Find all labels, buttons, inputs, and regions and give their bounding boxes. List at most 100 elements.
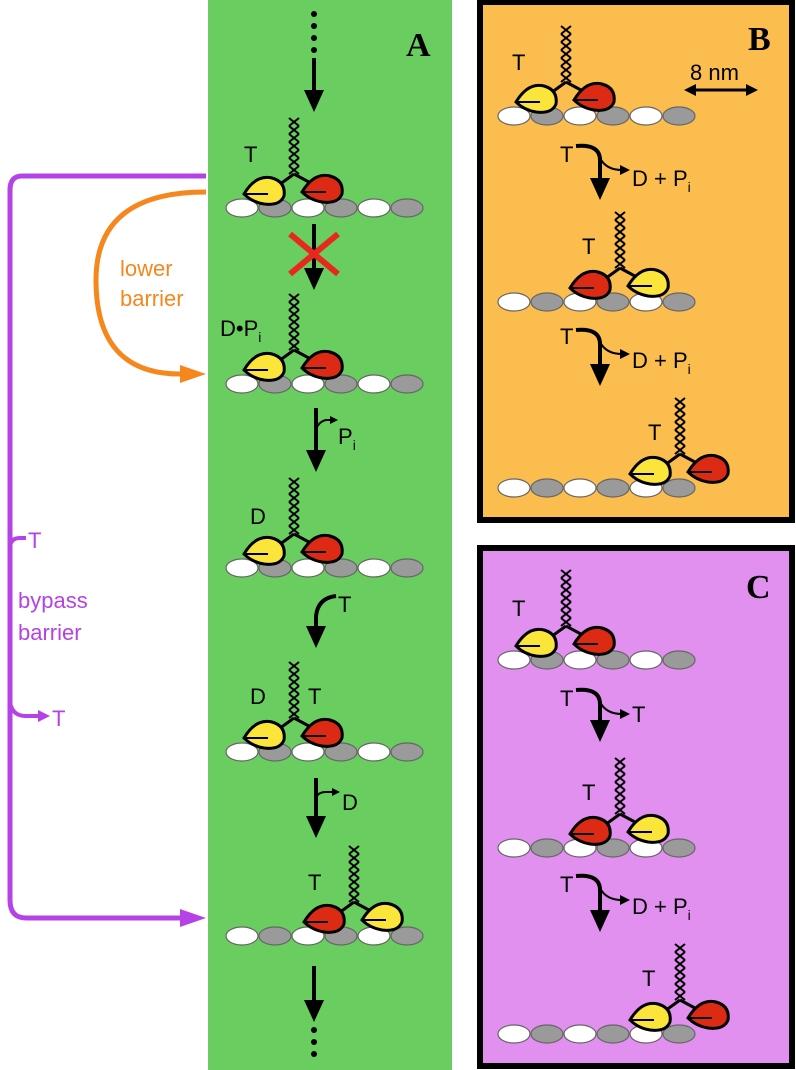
tubulin-alpha: [357, 742, 391, 762]
tubulin-alpha: [291, 198, 325, 218]
panel-a-release-pi-label: Pi: [338, 424, 356, 453]
panel-c-background: [477, 545, 795, 1069]
red-motor-head: [568, 269, 612, 300]
red-motor-head: [302, 903, 346, 934]
tubulin-alpha: [225, 198, 259, 218]
tubulin-beta: [258, 926, 292, 946]
panel-a-state-5: [225, 845, 424, 946]
panel-b-state-3-label: T: [648, 420, 661, 445]
coiled-coil-stalk: [614, 211, 626, 269]
coiled-coil-stalk: [560, 569, 572, 627]
tubulin-beta: [390, 374, 424, 394]
coiled-coil-stalk: [288, 117, 300, 175]
panel-a-state-3: [225, 477, 424, 578]
panel-c-state-3-label: T: [642, 966, 655, 991]
yellow-motor-head: [242, 535, 286, 566]
panel-a-state-1: [225, 117, 424, 218]
tubulin-alpha: [497, 650, 531, 670]
tubulin-beta: [596, 478, 630, 498]
panel-a-state-4-left-label: D: [250, 684, 266, 709]
tubulin-alpha: [563, 1024, 597, 1044]
yellow-motor-head: [628, 455, 672, 486]
tubulin-alpha: [291, 558, 325, 578]
red-motor-head: [686, 453, 730, 484]
product-arrowhead: [620, 165, 630, 175]
yellow-motor-head: [242, 175, 286, 206]
microtubule: [225, 558, 424, 578]
tubulin-beta: [324, 558, 358, 578]
tubulin-beta: [662, 1024, 696, 1044]
tubulin-alpha: [497, 106, 531, 126]
panel-c-reaction-2-right: D + Pi: [632, 894, 691, 923]
panel-b-scale-label: 8 nm: [690, 60, 739, 85]
panel-b-reaction-1-left: T: [560, 142, 573, 167]
reaction-arrowhead: [590, 910, 610, 932]
yellow-motor-head: [514, 83, 558, 114]
tubulin-alpha: [291, 742, 325, 762]
panel-c-hydrolysis-arrow: [575, 873, 630, 932]
panel-b-reaction-2-right: D + Pi: [632, 348, 691, 377]
panel-a-letter: A: [406, 27, 431, 64]
red-motor-head: [300, 173, 344, 204]
tubulin-alpha: [629, 650, 663, 670]
red-motor-head: [568, 815, 612, 846]
tubulin-alpha: [357, 558, 391, 578]
panel-c-letter: C: [746, 569, 771, 606]
tubulin-alpha: [497, 478, 531, 498]
panel-a-release-d-arrow: [306, 778, 340, 838]
tubulin-beta: [530, 292, 564, 312]
tubulin-beta: [662, 478, 696, 498]
tubulin-alpha: [497, 292, 531, 312]
panel-a-bind-t-arrow: [306, 594, 337, 648]
panel-a-state-1-left-label: T: [244, 142, 257, 167]
product-arrow: [599, 157, 623, 171]
panel-a-bind-t-label: T: [338, 592, 351, 617]
panel-a-top-continuation: [304, 11, 324, 112]
bypass-t-input-tick: [8, 536, 26, 549]
bypass-barrier-arrowhead: [180, 909, 206, 927]
tubulin-alpha: [563, 650, 597, 670]
tubulin-beta: [530, 838, 564, 858]
panel-b-state-2-label: T: [582, 234, 595, 259]
tubulin-alpha: [225, 374, 259, 394]
tubulin-alpha: [225, 558, 259, 578]
coiled-coil-stalk: [560, 25, 572, 83]
tubulin-beta: [596, 1024, 630, 1044]
bypass-t-input-label: T: [28, 528, 41, 553]
red-motor-head: [572, 81, 616, 112]
tubulin-beta: [662, 838, 696, 858]
tubulin-beta: [662, 650, 696, 670]
yellow-motor-head: [242, 351, 286, 382]
panel-b-state-1: [497, 25, 696, 126]
tubulin-alpha: [563, 478, 597, 498]
tubulin-alpha: [357, 374, 391, 394]
lower-barrier-label-line1: lower: [120, 256, 173, 281]
tubulin-alpha: [629, 106, 663, 126]
microtubule: [225, 198, 424, 218]
panel-b-state-1-label: T: [512, 50, 525, 75]
tubulin-alpha: [225, 742, 259, 762]
panel-b-reaction-1-right: D + Pi: [632, 166, 691, 195]
tubulin-alpha: [225, 926, 259, 946]
tubulin-beta: [530, 1024, 564, 1044]
tubulin-beta: [324, 742, 358, 762]
bypass-t-output-tick: [8, 701, 40, 718]
red-motor-head: [300, 717, 344, 748]
bypass-barrier-label-line2: barrier: [18, 620, 82, 645]
panel-c-state-2-label: T: [582, 780, 595, 805]
panel-b-hydrolysis-arrow-1: [575, 143, 630, 200]
panel-a-state-5-right-label: T: [308, 870, 321, 895]
panel-c-exchange-arrow: [575, 687, 630, 742]
product-arrowhead: [620, 895, 630, 905]
lower-barrier-label-line2: barrier: [120, 286, 184, 311]
coiled-coil-stalk: [288, 477, 300, 535]
tubulin-alpha: [357, 198, 391, 218]
red-motor-head: [686, 999, 730, 1030]
tubulin-beta: [662, 106, 696, 126]
lower-barrier-path: [93, 189, 207, 377]
panel-c-state-1: [497, 569, 696, 670]
product-arrowhead: [620, 709, 630, 719]
reaction-arrowhead: [590, 720, 610, 742]
panel-b-hydrolysis-arrow-2: [575, 327, 630, 386]
